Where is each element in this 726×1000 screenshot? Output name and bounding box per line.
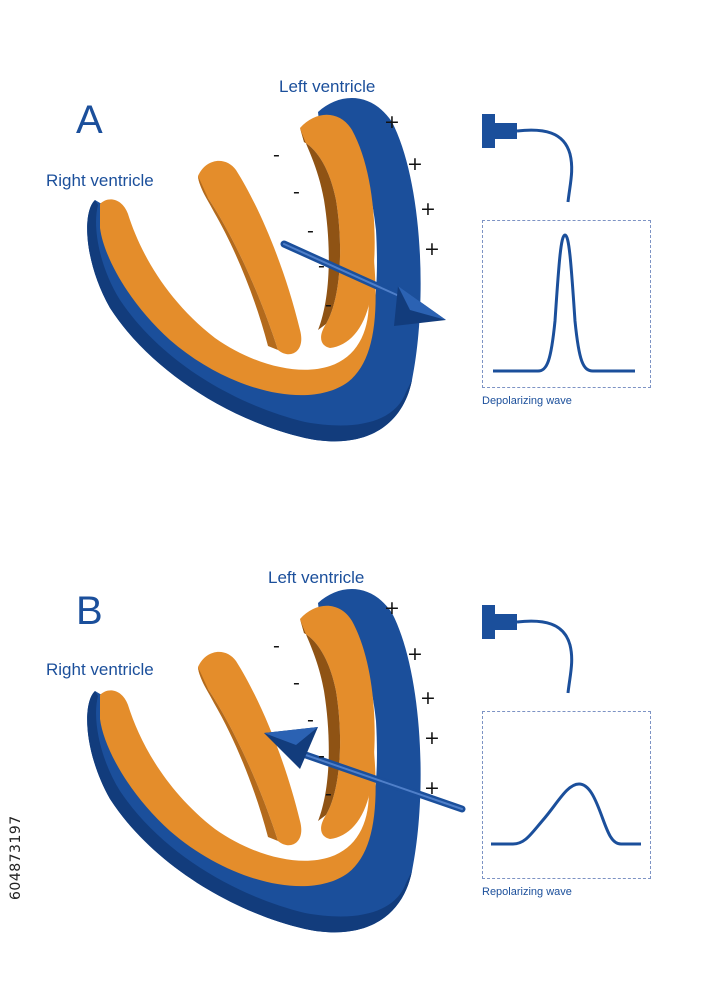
- left-ventricle-myocardium: [300, 114, 375, 348]
- minus-sign: -: [307, 709, 314, 731]
- panel-letter: B: [76, 589, 103, 633]
- vector-arrow-icon: [280, 240, 446, 326]
- left-ventricle-shadow: [300, 619, 341, 821]
- minus-sign: -: [273, 144, 280, 166]
- minus-sign: -: [293, 181, 300, 203]
- left-ventricle-shadow: [300, 128, 341, 330]
- right-ventricle-myocardium: [100, 199, 376, 396]
- panel-b: B Left ventricle Right ventricle - - - -…: [0, 495, 726, 975]
- heart-cross-section: [87, 98, 446, 442]
- trace-caption: Repolarizing wave: [482, 886, 572, 898]
- right-ventricle-myocardium: [100, 690, 376, 887]
- minus-sign: -: [293, 672, 300, 694]
- ecg-trace-box: [482, 711, 651, 879]
- minus-sign: -: [318, 255, 325, 277]
- right-ventricle-label: Right ventricle: [46, 171, 154, 190]
- vector-arrow-icon: [264, 727, 466, 813]
- plus-sign: +: [384, 111, 400, 133]
- minus-sign: -: [325, 294, 332, 316]
- stock-id-watermark: 604873197: [8, 815, 24, 900]
- right-ventricle-label: Right ventricle: [46, 660, 154, 679]
- panel-a: A Left ventricle Right ventricle: [0, 0, 726, 480]
- left-ventricle-label: Left ventricle: [279, 77, 376, 96]
- left-ventricle-label: Left ventricle: [268, 568, 365, 587]
- interventricular-septum: [198, 160, 302, 355]
- plus-sign: +: [424, 777, 440, 799]
- minus-sign: -: [318, 745, 325, 767]
- minus-sign: -: [325, 783, 332, 805]
- ecg-trace-box: [482, 220, 651, 388]
- septum-shadow: [198, 176, 278, 350]
- trace-caption: Depolarizing wave: [482, 395, 572, 407]
- interventricular-septum: [198, 651, 302, 846]
- electrode-icon: [482, 605, 574, 694]
- electrode-icon: [482, 114, 574, 203]
- plus-sign: +: [384, 597, 400, 619]
- plus-sign: +: [424, 727, 440, 749]
- depolarizing-trace: [493, 233, 635, 373]
- minus-sign: -: [307, 220, 314, 242]
- plus-sign: +: [420, 687, 436, 709]
- plus-sign: +: [420, 198, 436, 220]
- septum-shadow: [198, 667, 278, 841]
- heart-cross-section: [87, 589, 466, 933]
- plus-sign: +: [407, 153, 423, 175]
- plus-sign: +: [407, 643, 423, 665]
- panel-letter: A: [76, 98, 103, 142]
- minus-sign: -: [273, 635, 280, 657]
- left-ventricle-myocardium: [300, 605, 375, 839]
- repolarizing-trace: [491, 782, 641, 846]
- plus-sign: +: [424, 238, 440, 260]
